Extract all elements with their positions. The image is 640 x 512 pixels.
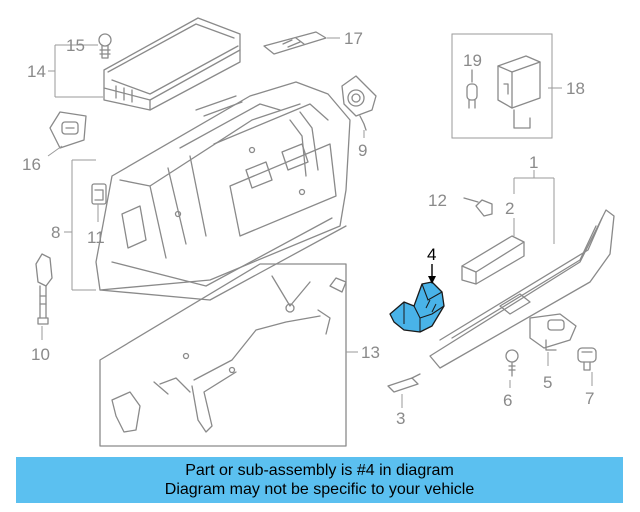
callout-11: 11 xyxy=(87,228,105,247)
banner-line-2: Diagram may not be specific to your vehi… xyxy=(164,481,475,498)
callout-17: 17 xyxy=(344,29,363,48)
clip-15-part xyxy=(98,33,112,59)
parts-diagram: 1 2 3 4 5 6 7 8 9 10 11 12 13 14 15 16 1… xyxy=(22,17,615,447)
callout-12: 12 xyxy=(428,191,447,210)
callout-15: 15 xyxy=(66,36,85,55)
damper-9-part xyxy=(341,75,377,131)
insert-17-part xyxy=(263,31,327,55)
screw-12-part xyxy=(463,197,493,217)
screw-6-part xyxy=(505,349,519,377)
latch-16-part xyxy=(49,111,87,149)
glove-box-housing-part xyxy=(95,81,351,301)
grommet-7-part xyxy=(577,347,597,371)
handle-2-part xyxy=(461,235,525,285)
info-banner: Part or sub-assembly is #4 in diagram Di… xyxy=(16,457,623,503)
callout-6: 6 xyxy=(503,391,512,410)
lamp-18-part xyxy=(497,55,541,129)
callout-10: 10 xyxy=(31,345,50,364)
callout-18: 18 xyxy=(566,79,585,98)
strut-10-part xyxy=(35,253,53,325)
lamp-inset-frame xyxy=(451,33,553,139)
callout-9: 9 xyxy=(358,141,367,160)
upper-tray-part xyxy=(103,17,241,111)
callout-16: 16 xyxy=(22,155,41,174)
glove-box-door-part xyxy=(429,209,615,369)
cable-13-part xyxy=(111,275,347,433)
callout-2: 2 xyxy=(505,199,514,218)
banner-line-1: Part or sub-assembly is #4 in diagram xyxy=(185,462,454,479)
part-4-highlighted xyxy=(389,281,445,333)
callout-3: 3 xyxy=(396,409,405,428)
pin-3-part xyxy=(387,373,421,393)
bulb-19-part xyxy=(466,69,478,109)
bumper-11-part xyxy=(91,183,107,205)
lock-5-part xyxy=(529,313,577,351)
callout-8: 8 xyxy=(51,223,60,242)
callout-1: 1 xyxy=(529,153,538,172)
part-13-frame xyxy=(99,263,347,447)
callout-7: 7 xyxy=(585,389,594,408)
callout-14: 14 xyxy=(27,62,46,81)
callout-4: 4 xyxy=(427,245,436,264)
callout-19: 19 xyxy=(463,51,482,70)
part-4-arrowhead xyxy=(428,276,436,284)
callout-5: 5 xyxy=(543,373,552,392)
callout-13: 13 xyxy=(361,343,380,362)
